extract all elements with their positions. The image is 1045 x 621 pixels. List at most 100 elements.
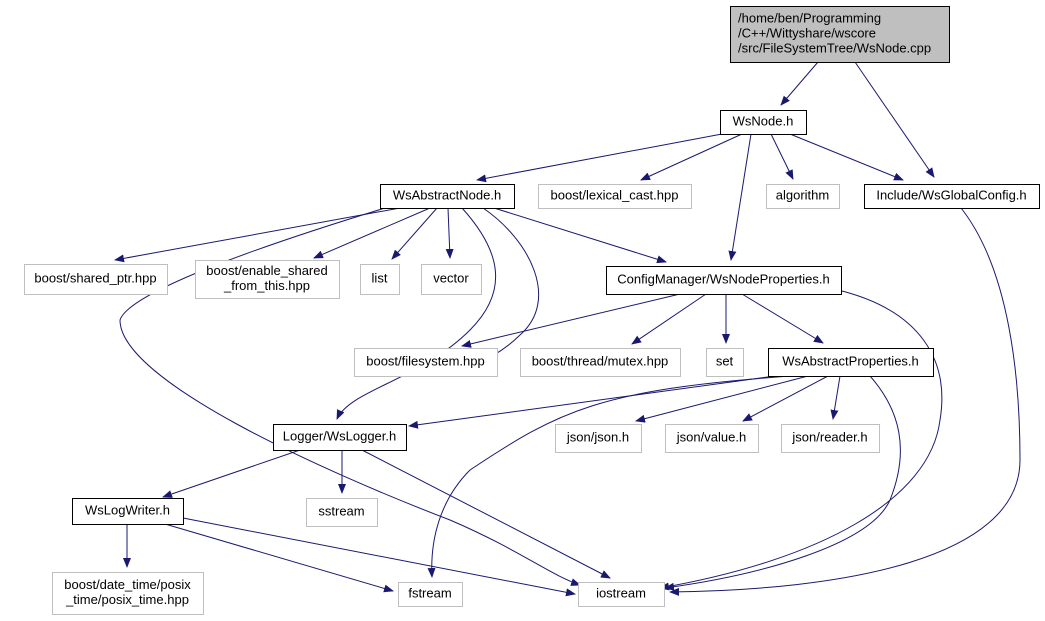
- node-posixtime[interactable]: boost/date_time/posix_time/posix_time.hp…: [52, 572, 204, 615]
- node-root[interactable]: /home/ben/Programming/C++/Wittyshare/wsc…: [730, 6, 950, 63]
- node-label-posixtime: boost/date_time/posix: [64, 577, 191, 592]
- edge-abstractproperties-to-jsonvalue: [742, 375, 829, 422]
- node-label-enableshared: _from_this.hpp: [223, 278, 310, 293]
- edge-abstractproperties-to-jsonjson: [635, 375, 809, 423]
- node-box-list: [360, 264, 400, 295]
- node-filesystem[interactable]: boost/filesystem.hpp: [354, 348, 498, 377]
- node-box-logwriter: [72, 498, 184, 525]
- edge-wsnode-to-globalconfig: [789, 133, 904, 181]
- edge-logwriter-to-iostream: [182, 517, 576, 597]
- edge-logger-to-logwriter: [162, 449, 301, 498]
- node-mutex[interactable]: boost/thread/mutex.hpp: [520, 348, 681, 377]
- node-label-jsonjson: json/json.h: [566, 430, 629, 445]
- node-label-vector: vector: [433, 271, 469, 286]
- edge-wsnode-to-nodeproperties: [728, 133, 752, 261]
- node-label-list: list: [372, 271, 388, 286]
- edge-abstractnode-to-sharedptr: [114, 207, 401, 263]
- node-label-iostream: iostream: [596, 586, 646, 601]
- edge-abstractnode-to-list: [391, 207, 438, 260]
- node-sharedptr[interactable]: boost/shared_ptr.hpp: [24, 264, 168, 295]
- edge-abstractnode-to-enableshared: [313, 207, 431, 259]
- node-box-globalconfig: [864, 184, 1040, 209]
- node-box-fstream: [398, 582, 463, 607]
- node-label-sstream: sstream: [318, 504, 364, 519]
- node-label-wsnode: WsNode.h: [733, 114, 794, 129]
- edge-logwriter-to-fstream: [164, 523, 394, 593]
- node-enableshared[interactable]: boost/enable_shared_from_this.hpp: [195, 260, 340, 299]
- node-nodeproperties[interactable]: ConfigManager/WsNodeProperties.h: [606, 266, 842, 295]
- node-box-jsonvalue: [665, 424, 759, 453]
- node-set[interactable]: set: [706, 348, 744, 377]
- node-abstractproperties[interactable]: WsAbstractProperties.h: [768, 348, 934, 377]
- node-box-iostream: [578, 582, 665, 607]
- node-label-root: /C++/Wittyshare/wscore: [738, 26, 876, 41]
- node-label-jsonreader: json/reader.h: [791, 430, 867, 445]
- node-label-sharedptr: boost/shared_ptr.hpp: [34, 271, 156, 286]
- node-box-logger: [273, 424, 407, 451]
- node-box-sstream: [306, 498, 378, 527]
- node-algorithm[interactable]: algorithm: [766, 184, 840, 209]
- node-label-jsonvalue: json/value.h: [676, 430, 746, 445]
- node-label-lexicalcast: boost/lexical_cast.hpp: [551, 188, 679, 203]
- node-iostream[interactable]: iostream: [578, 582, 665, 607]
- node-label-mutex: boost/thread/mutex.hpp: [532, 354, 669, 369]
- node-logger[interactable]: Logger/WsLogger.h: [273, 424, 407, 451]
- node-label-fstream: fstream: [408, 586, 451, 601]
- node-jsonjson[interactable]: json/json.h: [555, 424, 642, 453]
- node-wsnode[interactable]: WsNode.h: [720, 110, 807, 135]
- node-label-filesystem: boost/filesystem.hpp: [366, 354, 485, 369]
- node-box-algorithm: [766, 184, 840, 209]
- node-box-vector: [421, 264, 482, 295]
- node-box-enableshared: [195, 260, 340, 299]
- node-box-mutex: [520, 348, 681, 377]
- node-label-abstractproperties: WsAbstractProperties.h: [782, 354, 919, 369]
- edge-abstractproperties-to-jsonreader: [830, 375, 841, 420]
- edge-nodeproperties-to-mutex: [631, 293, 707, 345]
- node-label-root: /src/FileSystemTree/WsNode.cpp: [738, 41, 931, 56]
- edge-wsnode-to-algorithm: [770, 133, 794, 180]
- node-label-abstractnode: WsAbstractNode.h: [393, 188, 501, 203]
- node-fstream[interactable]: fstream: [398, 582, 463, 607]
- edge-abstractproperties-to-logger: [408, 375, 776, 429]
- node-globalconfig[interactable]: Include/WsGlobalConfig.h: [864, 184, 1040, 209]
- nodes-layer: /home/ben/Programming/C++/Wittyshare/wsc…: [24, 6, 1040, 615]
- edge-abstractnode-to-iostream: [119, 207, 581, 586]
- node-box-posixtime: [52, 572, 204, 615]
- edge-logger-to-iostream: [361, 449, 611, 579]
- edge-abstractnode-to-nodeproperties: [493, 207, 667, 264]
- edge-nodeproperties-to-abstractproperties: [741, 293, 824, 344]
- node-box-wsnode: [720, 110, 807, 135]
- edge-wsnode-to-abstractnode: [476, 133, 723, 183]
- node-list[interactable]: list: [360, 264, 400, 295]
- node-label-logwriter: WsLogWriter.h: [85, 503, 170, 518]
- edge-abstractnode-to-vector: [445, 207, 454, 259]
- edge-nodeproperties-to-iostream: [659, 289, 943, 591]
- node-box-abstractproperties: [768, 348, 934, 377]
- node-jsonvalue[interactable]: json/value.h: [665, 424, 759, 453]
- node-box-set: [706, 348, 744, 377]
- node-abstractnode[interactable]: WsAbstractNode.h: [380, 184, 515, 209]
- node-box-jsonreader: [781, 424, 880, 453]
- node-jsonreader[interactable]: json/reader.h: [781, 424, 880, 453]
- edge-abstractnode-to-logger: [336, 207, 497, 420]
- node-label-root: /home/ben/Programming: [738, 11, 881, 26]
- node-label-nodeproperties: ConfigManager/WsNodeProperties.h: [617, 272, 829, 287]
- edge-nodeproperties-to-filesystem: [461, 293, 681, 348]
- node-box-abstractnode: [380, 184, 515, 209]
- node-sstream[interactable]: sstream: [306, 498, 378, 527]
- node-box-nodeproperties: [606, 266, 842, 295]
- edge-globalconfig-to-iostream: [669, 207, 1021, 596]
- edge-root-to-globalconfig: [854, 61, 935, 178]
- node-box-root: [730, 6, 950, 63]
- node-box-lexicalcast: [538, 184, 692, 209]
- node-vector[interactable]: vector: [421, 264, 482, 295]
- node-logwriter[interactable]: WsLogWriter.h: [72, 498, 184, 525]
- node-label-globalconfig: Include/WsGlobalConfig.h: [876, 188, 1026, 203]
- node-label-posixtime: _time/posix_time.hpp: [65, 592, 189, 607]
- node-box-sharedptr: [24, 264, 168, 295]
- node-box-filesystem: [354, 348, 498, 377]
- node-lexicalcast[interactable]: boost/lexical_cast.hpp: [538, 184, 692, 209]
- node-box-jsonjson: [555, 424, 642, 453]
- edge-wsnode-to-lexicalcast: [640, 133, 743, 181]
